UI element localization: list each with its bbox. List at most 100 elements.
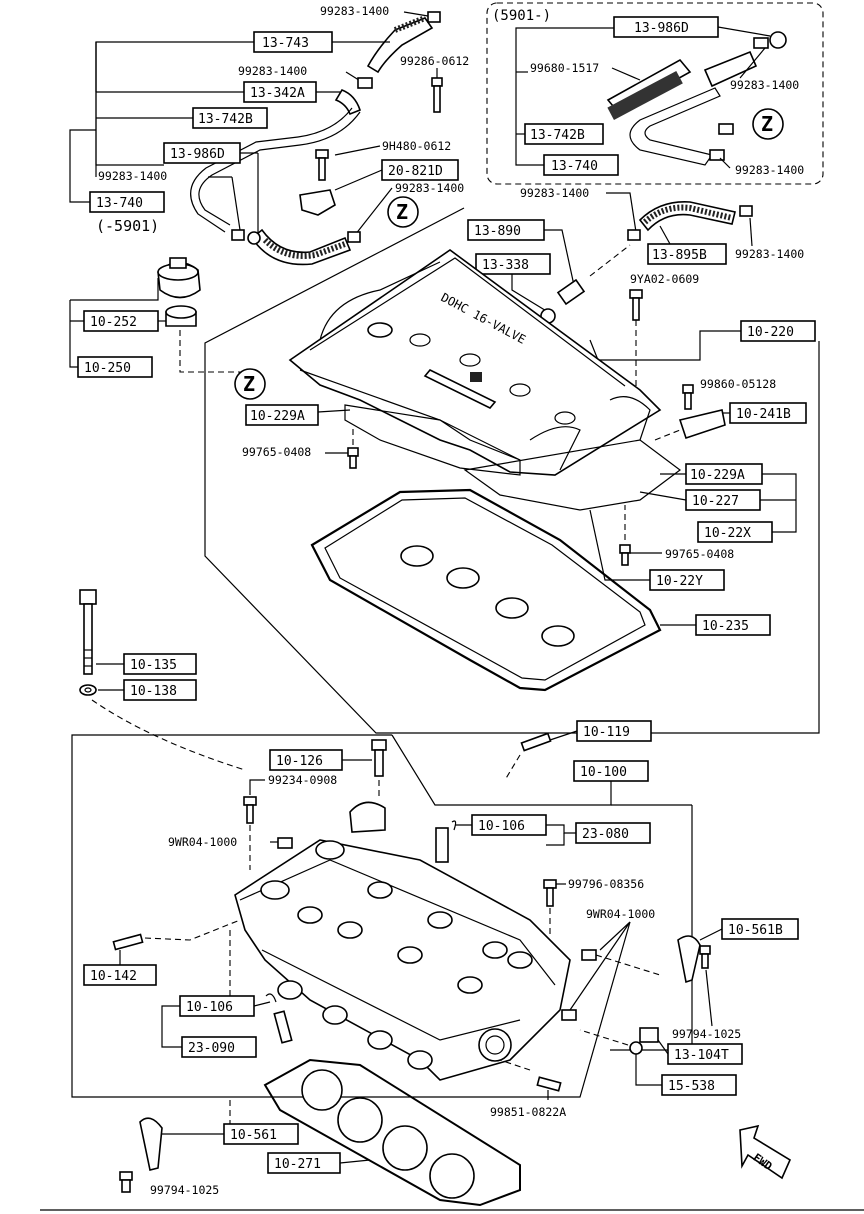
inset-label-13-742b: 13-742B	[524, 123, 604, 145]
hose-13-740-left	[231, 228, 361, 266]
label-10-22x: 10-22X	[697, 473, 797, 543]
label-10-126: 10-126	[269, 749, 372, 771]
svg-text:13-338: 13-338	[482, 258, 529, 273]
label-15-538: 15-538	[635, 1054, 737, 1096]
label-bolt-99234: 99234-0908	[268, 773, 337, 787]
inset-frame	[486, 2, 824, 185]
inset-z-circle	[752, 108, 784, 140]
gasket-10-229a-left	[344, 404, 521, 476]
label-clamp-3: 99283-1400	[98, 169, 167, 183]
svg-text:13-342A: 13-342A	[250, 86, 305, 101]
label-10-252: 10-252	[83, 310, 166, 332]
svg-text:13-740: 13-740	[96, 196, 143, 211]
svg-text:13-986D: 13-986D	[634, 21, 689, 36]
label-pin-9wr04-b: 9WR04-1000	[586, 907, 655, 921]
label-pin-9wr04-a: 9WR04-1000	[168, 835, 237, 849]
inset-range-label: (5901-)	[492, 8, 551, 24]
label-13-986d-left: 13-986D	[163, 142, 259, 238]
label-range-5901: (-5901)	[96, 217, 159, 235]
svg-text:13-986D: 13-986D	[170, 147, 225, 162]
inset-label-clamp-2: 99283-1400	[735, 163, 804, 177]
svg-text:20-821D: 20-821D	[388, 164, 443, 179]
svg-text:10-561: 10-561	[230, 1128, 277, 1143]
bolt-99286	[431, 68, 443, 113]
label-10-229a-left: 10-229A	[245, 404, 351, 426]
svg-text:10-142: 10-142	[90, 969, 137, 984]
cylinder-head	[234, 839, 571, 1081]
bolt-99234	[243, 796, 257, 870]
cover-group-frame	[204, 207, 820, 734]
bolt-99765-b	[619, 505, 662, 566]
label-bolt-99794-b: 99794-1025	[150, 1183, 219, 1197]
svg-text:10-241B: 10-241B	[736, 407, 791, 422]
label-13-743: 13-743	[253, 31, 390, 53]
head-bolt-10-135	[79, 589, 97, 675]
oil-filler-cap	[157, 257, 201, 327]
svg-text:10-119: 10-119	[583, 725, 630, 740]
label-bolt-99765-a: 99765-0408	[242, 445, 311, 459]
head-gasket-10-271	[263, 1058, 521, 1207]
bolt-99860	[682, 384, 694, 410]
label-bolt-99765-b: 99765-0408	[665, 547, 734, 561]
label-10-142: 10-142	[83, 950, 157, 986]
label-10-229a-right: 10-229A	[660, 463, 763, 485]
inset-label-clamp-1: 99283-1400	[730, 78, 799, 92]
svg-text:10-227: 10-227	[692, 494, 739, 509]
label-23-090: 23-090	[161, 1005, 257, 1058]
label-10-220: 10-220	[589, 320, 816, 361]
svg-text:10-229A: 10-229A	[690, 468, 745, 483]
svg-text:Z: Z	[396, 200, 408, 224]
label-bolt-99794-a: 99794-1025	[672, 1027, 741, 1041]
washer-10-138	[79, 684, 97, 696]
svg-text:Z: Z	[761, 112, 773, 136]
svg-text:99680-1517: 99680-1517	[530, 61, 599, 75]
svg-text:13-104T: 13-104T	[674, 1048, 729, 1063]
z-circle-cover	[234, 368, 266, 400]
svg-text:15-538: 15-538	[668, 1079, 715, 1094]
label-10-235: 10-235	[660, 614, 771, 636]
gasket-10-229a-right	[463, 439, 681, 511]
valve-guide	[435, 820, 457, 863]
label-23-080: 23-080	[546, 822, 651, 846]
svg-text:13-742B: 13-742B	[198, 112, 253, 127]
sensor-13-104t	[629, 1027, 659, 1055]
svg-text:13-742B: 13-742B	[530, 128, 585, 143]
label-13-740-left: 13-740	[89, 191, 165, 213]
pcv-valve	[540, 278, 586, 324]
label-20-821d: 20-821D	[334, 159, 459, 191]
bolt-99765-a	[325, 428, 359, 469]
label-10-119: 10-119	[549, 720, 652, 742]
svg-text:13-743: 13-743	[262, 36, 309, 51]
bolt-99851	[499, 1059, 562, 1100]
svg-text:10-235: 10-235	[702, 619, 749, 634]
svg-text:23-080: 23-080	[582, 827, 629, 842]
svg-text:10-22X: 10-22X	[704, 526, 751, 541]
cylinder-head-cover: DOHC 16-VALVE	[288, 249, 662, 476]
label-10-561b: 10-561B	[699, 918, 799, 941]
svg-text:10-22Y: 10-22Y	[656, 574, 703, 589]
label-bolt-9h480: 9H480-0612	[382, 139, 451, 153]
label-clamp-6: 99283-1400	[735, 247, 804, 261]
svg-text:10-106: 10-106	[186, 1000, 233, 1015]
pin-9wr04-b	[561, 921, 661, 1021]
hanger-10-561	[119, 1100, 231, 1193]
bolt-9ya02	[629, 289, 643, 390]
svg-text:10-271: 10-271	[274, 1157, 321, 1172]
label-bolt-99286: 99286-0612	[400, 54, 469, 68]
label-10-135: 10-135	[96, 653, 197, 675]
inset-hose-assembly: Z	[606, 31, 787, 166]
head-group-frame	[71, 734, 631, 1098]
hanger-10-561b	[677, 935, 711, 984]
valve-guide-lower	[265, 993, 293, 1044]
label-clamp-2: 99283-1400	[238, 64, 307, 78]
label-13-742b-left: 13-742B	[192, 107, 268, 129]
label-10-241b: 10-241B	[720, 402, 807, 424]
inset-label-99680: 99680-1517	[530, 61, 641, 81]
stud-10-119	[504, 732, 552, 781]
label-clamp-5: 99283-1400	[520, 186, 589, 200]
label-10-22y: 10-22Y	[589, 509, 725, 591]
spark-plug-wire-bracket	[678, 409, 726, 440]
label-10-271: 10-271	[267, 1152, 371, 1174]
svg-text:Z: Z	[243, 372, 255, 396]
label-13-342a: 13-342A	[243, 81, 344, 103]
